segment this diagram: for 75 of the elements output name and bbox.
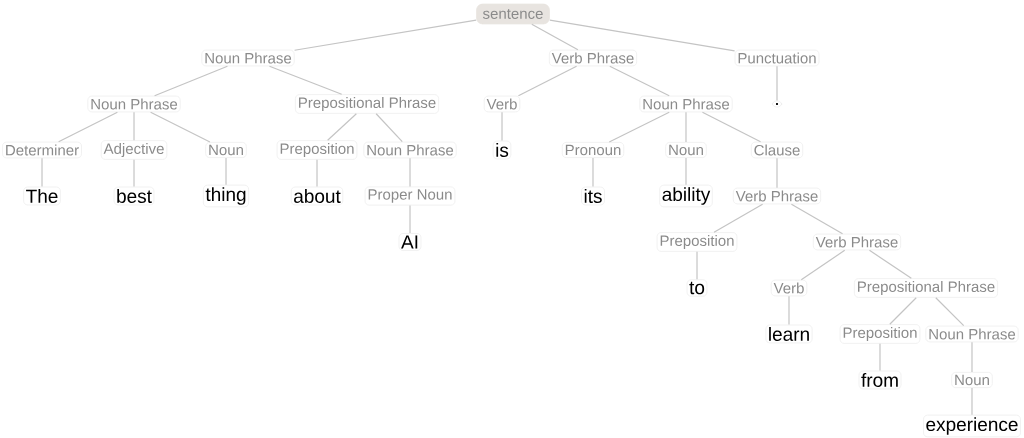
category-node: Verb [483,95,521,113]
word-node: learn [765,324,813,344]
word-node: AI [398,233,422,251]
tree-branch [41,157,43,188]
category-node: Noun [951,371,993,389]
tree-branch [58,111,118,143]
tree-branch [609,65,670,97]
tree-branch [592,157,594,188]
tree-branch [685,157,687,186]
tree-branch [713,203,764,233]
tree-branch [889,297,917,325]
word-node: to [686,279,708,297]
word-node: The [23,186,61,206]
category-node: Prepositional Phrase [854,278,998,298]
word-node: its [581,186,605,206]
tree-branch [225,157,227,186]
category-node: Punctuation [734,49,820,67]
tree-branch [788,295,790,326]
category-node: Prepositional Phrase [295,94,439,114]
tree-branch [971,341,973,373]
tree-branch [154,65,228,97]
tree-branch [971,387,973,416]
tree-branch [268,65,343,95]
category-node: Determiner [2,141,82,159]
tree-branch [549,19,736,52]
word-node: best [113,186,155,206]
tree-branch [608,111,670,143]
tree-branch [776,65,778,102]
category-node: Noun Phrase [925,325,1019,343]
tree-branch [696,251,698,280]
category-node: Noun [665,141,707,158]
tree-branch [375,113,403,143]
tree-branch [327,113,357,141]
category-node: Preposition [276,140,358,160]
word-node: from [858,370,902,390]
category-node: Noun Phrase [87,95,181,113]
tree-branch [701,111,762,143]
tree-branch [935,297,965,327]
word-node: ability [659,184,713,208]
category-node: Proper Noun [364,186,456,206]
category-node: Verb Phrase [548,49,638,67]
tree-branch [501,111,503,142]
category-node: Noun Phrase [201,49,295,67]
root-node: sentence [476,3,550,25]
word-node: about [290,186,344,206]
category-node: Verb Phrase [812,233,902,251]
category-node: Noun Phrase [363,141,457,159]
tree-branch [790,203,844,235]
word-node: experience [923,414,1021,438]
tree-branch [409,204,411,234]
category-node: Pronoun [561,141,625,158]
category-node: Preposition [656,232,738,252]
tree-branch [150,111,211,143]
tree-branch [879,343,881,372]
tree-branch [293,19,477,51]
tree-branch [800,249,846,281]
category-node: Preposition [839,324,921,344]
word-node: . [771,100,783,108]
tree-branch [133,111,135,141]
category-node: Verb [770,279,808,297]
tree-branch [685,111,687,143]
category-node: Verb Phrase [732,187,822,205]
tree-branch [517,65,578,97]
tree-branch [531,23,579,51]
tree-branch [133,159,135,188]
tree-branch [409,157,411,188]
tree-branch [316,159,318,188]
category-node: Noun Phrase [639,95,733,113]
tree-branch [868,249,912,279]
category-node: Noun [205,141,247,158]
word-node: is [492,140,512,160]
category-node: Adjective [100,140,168,160]
category-node: Clause [750,141,804,159]
tree-branch [776,157,778,189]
word-node: thing [203,184,249,208]
